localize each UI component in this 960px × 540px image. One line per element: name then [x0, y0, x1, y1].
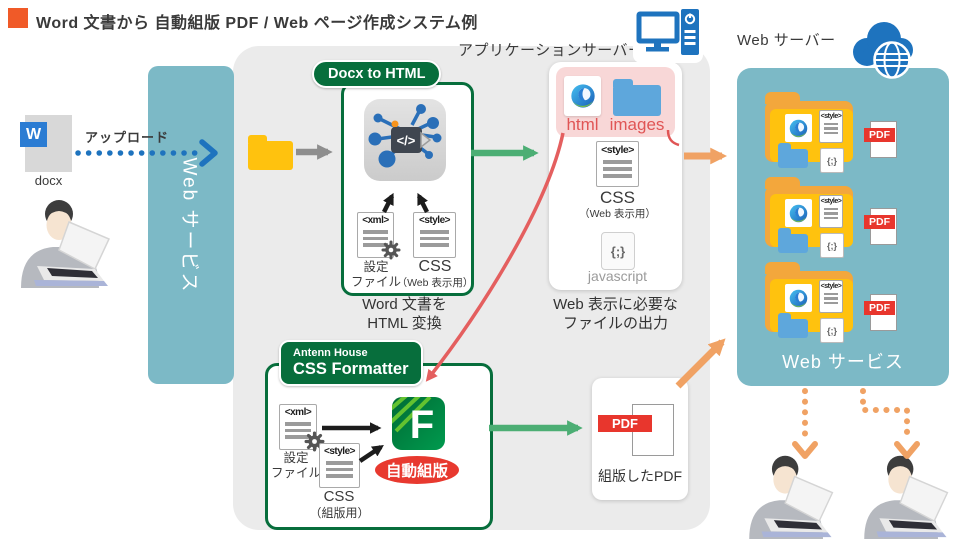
auto-typeset-badge: 自動組版	[375, 456, 459, 484]
word-icon-letter: W	[25, 125, 42, 143]
network-code-icon: </>	[368, 104, 442, 168]
web-service-band: Web サービス	[148, 66, 234, 384]
html-file-card	[564, 76, 601, 116]
app-server-caption: Web 表示に必要な ファイルの出力	[553, 296, 678, 332]
folder-js-card: {;}	[820, 148, 844, 173]
app-server-css-label: CSS	[600, 188, 635, 207]
folder-style-card: <style>	[819, 110, 843, 143]
person-viewer-2	[850, 452, 956, 539]
folder-edge-card	[785, 199, 812, 227]
folder-images-mini	[778, 228, 808, 253]
web-service-band-label: Web サービス	[178, 156, 200, 294]
folder-edge-card	[785, 114, 812, 142]
folder-js-card: {;}	[820, 233, 844, 258]
docx-to-html-badge: Docx to HTML	[312, 60, 442, 88]
title-bullet	[8, 8, 28, 28]
site-pdf-1: PDF	[864, 121, 898, 158]
site-folder-3: <style> {;}	[765, 262, 853, 343]
edge-browser-icon	[569, 82, 597, 110]
html-label: html	[566, 115, 599, 134]
app-server-css-icon: <style>	[596, 141, 639, 187]
folder-style-card: <style>	[819, 280, 843, 313]
word-icon: W	[20, 122, 47, 147]
images-folder-icon	[613, 79, 661, 116]
formatter-config-xml-icon: <xml>	[279, 404, 317, 450]
upload-label: アップロード	[85, 130, 170, 145]
pdf-output-icon: PDF	[592, 404, 688, 456]
images-label: images	[609, 115, 665, 134]
style-tag-label: <style>	[419, 215, 450, 226]
folder-js-card: {;}	[820, 318, 844, 343]
site-pdf-3: PDF	[864, 294, 898, 331]
gear-icon	[381, 240, 401, 260]
formatter-css-icon: <style>	[319, 443, 360, 488]
folder-images-mini	[778, 313, 808, 338]
docx-label: docx	[34, 173, 63, 188]
config-file-label: 設定 ファイル	[350, 260, 401, 289]
web-server-label: Web サーバー	[737, 32, 836, 49]
person-uploader	[6, 196, 118, 288]
web-server-service-label: Web サービス	[782, 352, 904, 372]
folder-edge-card	[785, 284, 812, 312]
webserver-to-viewer2-arrow	[860, 388, 920, 459]
app-server-css-note: （Web 表示用）	[579, 208, 656, 220]
docx-converter-app-icon: </>	[364, 99, 446, 181]
edge-browser-icon	[788, 203, 809, 224]
formatter-css-label: CSS	[323, 488, 355, 505]
folder-style-card: <style>	[819, 195, 843, 228]
app-server-label: アプリケーションサーバー	[458, 42, 644, 59]
site-pdf-2: PDF	[864, 208, 898, 245]
app-server-icon	[633, 6, 703, 63]
folder-images-mini	[778, 143, 808, 168]
formatter-name: CSS Formatter	[293, 360, 409, 379]
formatter-css-note: （組版用）	[309, 506, 370, 520]
formatter-brand: Antenn House	[293, 346, 368, 359]
input-folder-icon	[248, 135, 293, 170]
edge-browser-icon	[788, 288, 809, 309]
docx-to-html-badge-label: Docx to HTML	[328, 66, 426, 82]
docx-to-html-caption: Word 文書を HTML 変換	[362, 296, 447, 332]
edge-browser-icon	[788, 118, 809, 139]
site-folder-1: <style> {;}	[765, 92, 853, 173]
webserver-to-viewer1-arrow	[792, 388, 818, 459]
page-title: Word 文書から 自動組版 PDF / Web ページ作成システム例	[36, 15, 478, 32]
pdf-output-caption: 組版したPDF	[598, 468, 682, 484]
formatter-config-label: 設定 ファイル	[270, 451, 321, 480]
css-web-label: CSS	[418, 258, 452, 275]
css-formatter-badge: Antenn House CSS Formatter	[279, 340, 423, 386]
css-web-note: （Web 表示用）	[396, 277, 474, 289]
person-viewer-1	[735, 452, 841, 539]
javascript-file-icon: {;}	[601, 232, 635, 270]
javascript-label: javascript	[587, 268, 648, 284]
css-web-file-icon: <style>	[413, 212, 456, 258]
svg-text:</>: </>	[397, 133, 416, 148]
cloud-icon	[845, 18, 919, 82]
site-folder-2: <style> {;}	[765, 177, 853, 258]
config-xml-file-icon: <xml>	[357, 212, 394, 258]
svg-text:F: F	[410, 403, 434, 447]
xml-tag-label: <xml>	[362, 215, 389, 226]
formatter-logo: F	[392, 397, 445, 450]
